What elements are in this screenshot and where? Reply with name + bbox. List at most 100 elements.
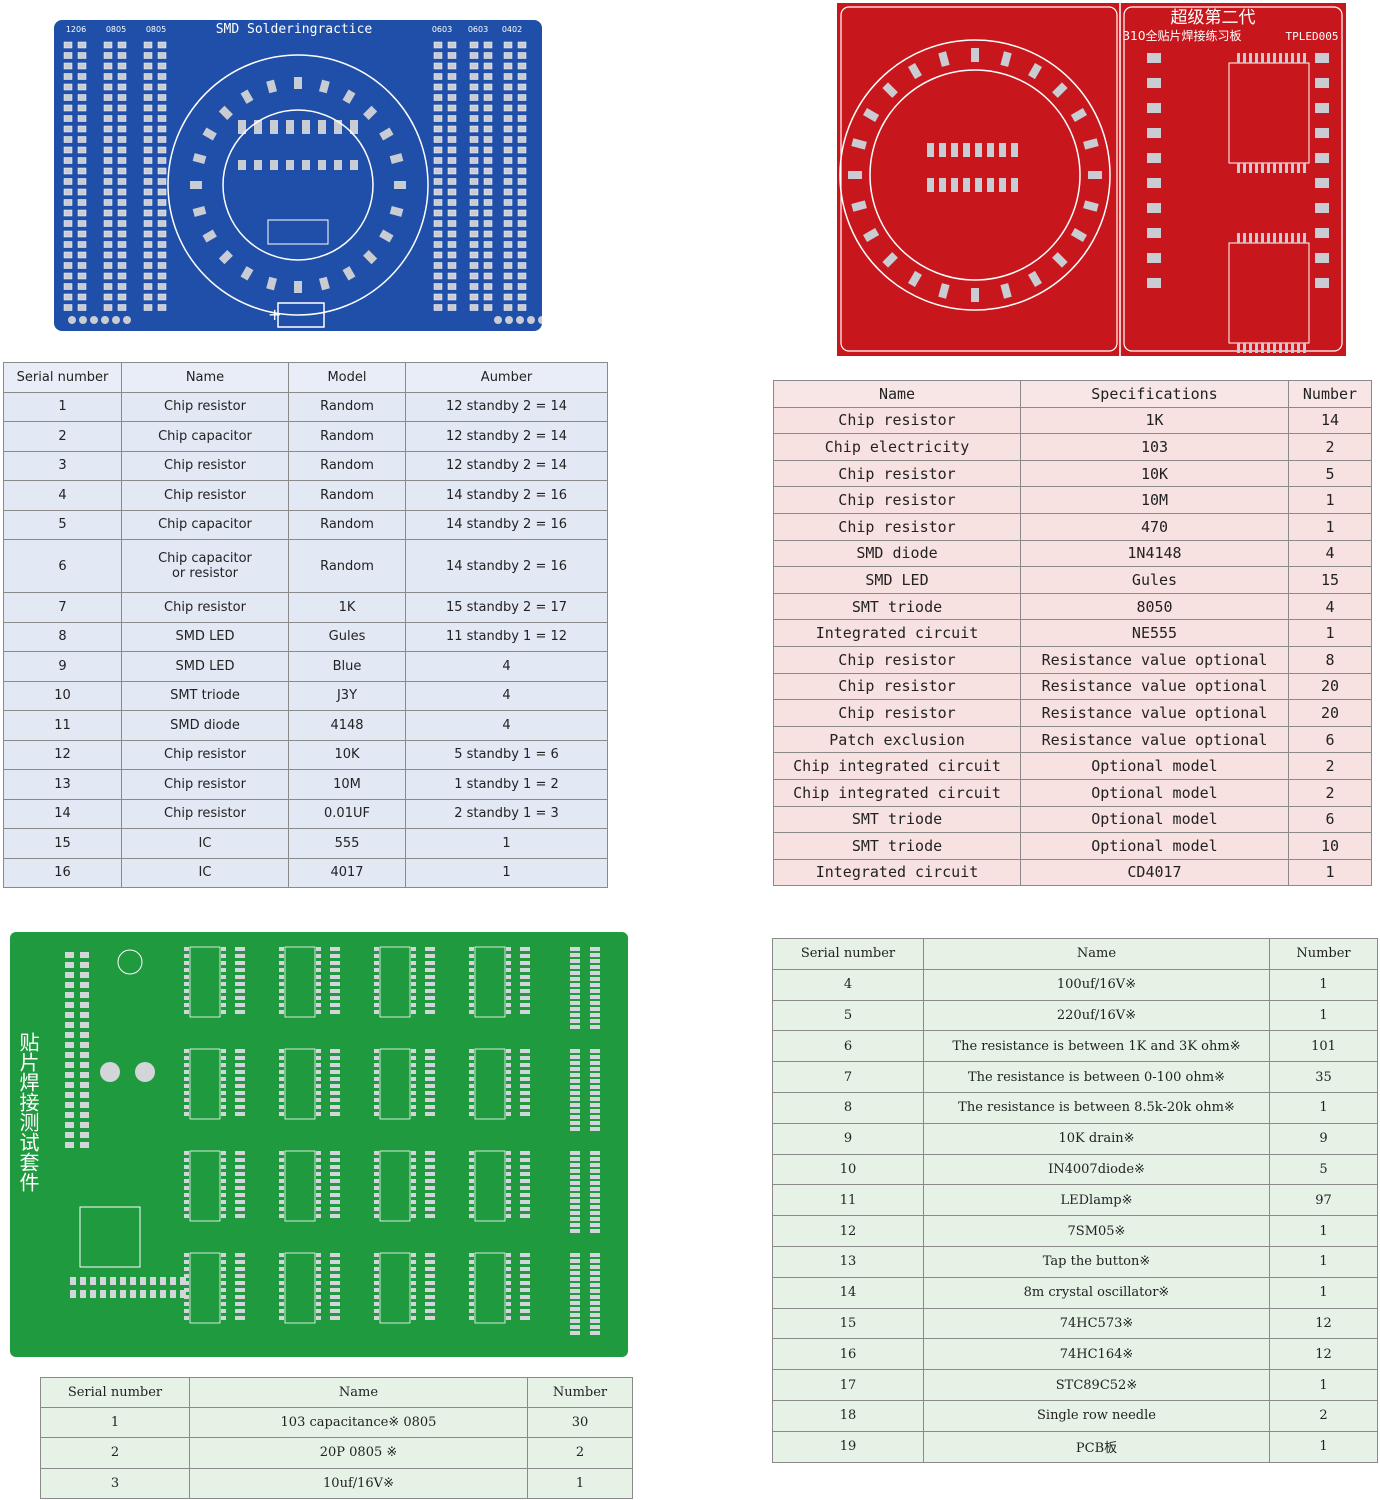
table-cell: 4017: [288, 857, 406, 888]
blue-board-title: SMD Solderingractice: [216, 22, 373, 37]
table-cell: 1 standby 1 = 2: [405, 769, 608, 800]
table-cell: 2 standby 1 = 3: [405, 798, 608, 829]
table-cell: 2: [1288, 433, 1372, 461]
table-cell: CD4017: [1020, 858, 1289, 887]
table-cell: 10K drain※: [923, 1122, 1270, 1155]
table-cell: The resistance is between 8.5k-20k ohm※: [923, 1091, 1270, 1124]
table-cell: 8: [772, 1091, 924, 1124]
table-cell: 1: [405, 857, 608, 888]
table-cell: Chip electricity: [773, 433, 1021, 461]
column-header: Specifications: [1020, 380, 1289, 408]
table-cell: 1N4148: [1020, 539, 1289, 568]
table-cell: 100uf/16V※: [923, 968, 1270, 1001]
table-cell: 7: [772, 1061, 924, 1093]
column-header: Name: [189, 1376, 528, 1409]
table-cell: 17: [772, 1369, 924, 1401]
table-cell: Chip resistor: [121, 592, 289, 623]
table-cell: 1: [1269, 999, 1378, 1032]
table-cell: Resistance value optional: [1020, 699, 1289, 727]
table-cell: 1: [1288, 619, 1372, 647]
table-cell: 14: [3, 798, 122, 829]
table-cell: The resistance is between 1K and 3K ohm※: [923, 1030, 1270, 1063]
table-cell: 1: [1288, 858, 1372, 887]
red-board-title: 超级第二代: [1171, 8, 1256, 28]
column-header: Number: [1288, 380, 1372, 408]
table-cell: 5: [3, 509, 122, 540]
table-cell: 555: [288, 828, 406, 859]
table-cell: The resistance is between 0-100 ohm※: [923, 1061, 1270, 1093]
table-cell: 2: [3, 421, 122, 452]
table-cell: Single row needle: [923, 1399, 1270, 1432]
table-cell: 9: [772, 1122, 924, 1155]
red-board-subtitle: 310全贴片焊接练习板: [1123, 28, 1242, 43]
table-cell: Random: [288, 391, 406, 422]
table-cell: 4: [772, 968, 924, 1001]
table-cell: 6: [772, 1030, 924, 1063]
size-label: 0603: [432, 25, 452, 34]
table-cell: 7SM05※: [923, 1215, 1270, 1247]
table-cell: Random: [288, 480, 406, 511]
table-cell: 9: [3, 651, 122, 682]
table-cell: 1: [3, 391, 122, 422]
table-cell: 10M: [288, 769, 406, 800]
column-header: Aumber: [405, 362, 608, 393]
table-cell: 12: [1269, 1338, 1378, 1371]
table-cell: 1: [1269, 1215, 1378, 1247]
size-label: 0402: [502, 25, 522, 34]
table-cell: 1: [1269, 1369, 1378, 1401]
table-cell: Optional model: [1020, 805, 1289, 834]
table-cell: 2: [1269, 1399, 1378, 1432]
table-cell: Chip capacitor or resistor: [121, 539, 289, 593]
table-cell: 8: [3, 621, 122, 652]
table-cell: 10K: [288, 739, 406, 770]
column-header: Serial number: [40, 1376, 190, 1409]
table-cell: IN4007diode※: [923, 1153, 1270, 1186]
table-cell: Chip resistor: [773, 486, 1021, 514]
table-cell: 20P 0805 ※: [189, 1437, 528, 1469]
table-cell: 4: [1288, 592, 1372, 621]
table-cell: 1: [1288, 512, 1372, 541]
table-cell: Chip resistor: [773, 672, 1021, 701]
table-cell: Tap the button※: [923, 1245, 1270, 1278]
size-label: 1206: [66, 25, 86, 34]
table-cell: 10M: [1020, 486, 1289, 514]
table-cell: Chip resistor: [773, 699, 1021, 727]
table-cell: 6: [3, 539, 122, 593]
table-cell: 1: [1269, 1091, 1378, 1124]
table-cell: 10: [1288, 832, 1372, 860]
table-cell: Patch exclusion: [773, 725, 1021, 754]
table-cell: 103: [1020, 433, 1289, 461]
table-cell: Gules: [288, 621, 406, 652]
table-cell: Resistance value optional: [1020, 725, 1289, 754]
table-cell: Gules: [1020, 566, 1289, 594]
table-cell: 101: [1269, 1030, 1378, 1063]
table-cell: 20: [1288, 699, 1372, 727]
table-cell: 97: [1269, 1184, 1378, 1217]
